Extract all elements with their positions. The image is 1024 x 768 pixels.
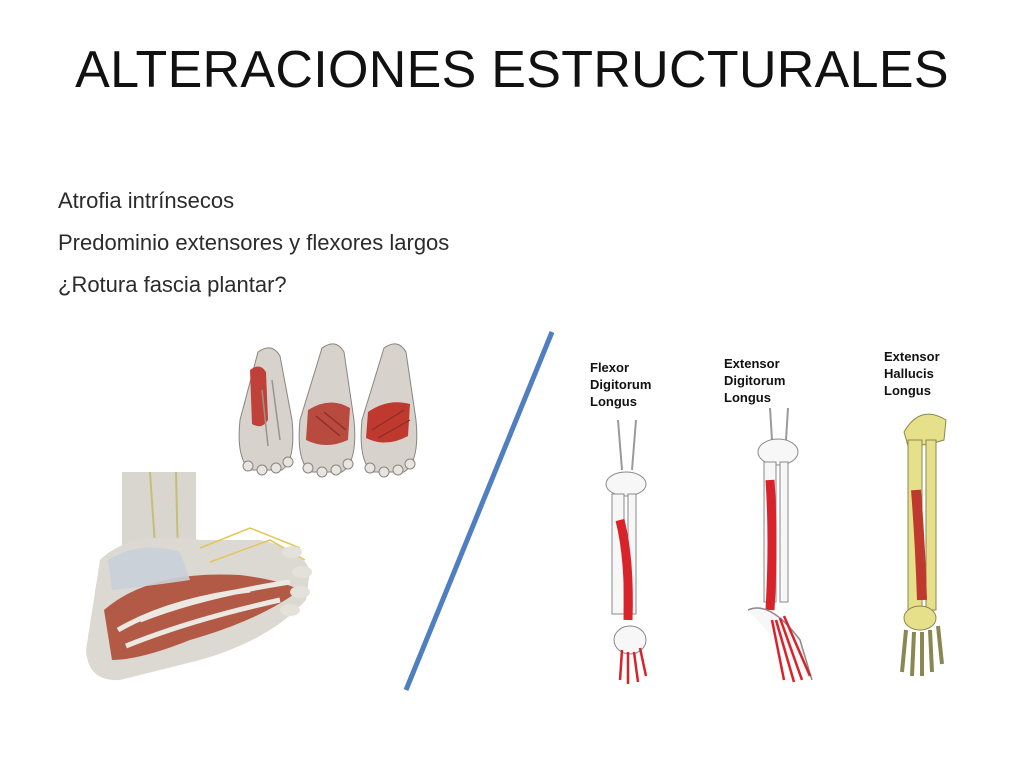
- flexor-digitorum-longus-figure: Flexor Digitorum Longus: [590, 360, 655, 684]
- muscle-label: Flexor Digitorum Longus: [590, 360, 655, 409]
- bullet-item: ¿Rotura fascia plantar?: [58, 272, 287, 297]
- foot-sole-illustration-2: [298, 343, 356, 478]
- bullet-item: Predominio extensores y flexores largos: [58, 230, 450, 255]
- slide-title: ALTERACIONES ESTRUCTURALES: [75, 41, 949, 99]
- diagonal-divider: [403, 331, 555, 691]
- foot-3d-muscle-illustration: [86, 471, 312, 681]
- foot-sole-illustration-1: [238, 347, 294, 476]
- extensor-digitorum-longus-figure: Extensor Digitorum Longus: [724, 356, 813, 683]
- bullet-item: Atrofia intrínsecos: [58, 188, 235, 213]
- foot-sole-illustration-3: [360, 343, 418, 478]
- muscle-label: Extensor Digitorum Longus: [724, 356, 789, 405]
- extensor-hallucis-longus-figure: Extensor Hallucis Longus: [884, 349, 947, 677]
- bullet-list: Atrofia intrínsecos Predominio extensore…: [58, 180, 449, 306]
- muscle-label: Extensor Hallucis Longus: [884, 349, 943, 398]
